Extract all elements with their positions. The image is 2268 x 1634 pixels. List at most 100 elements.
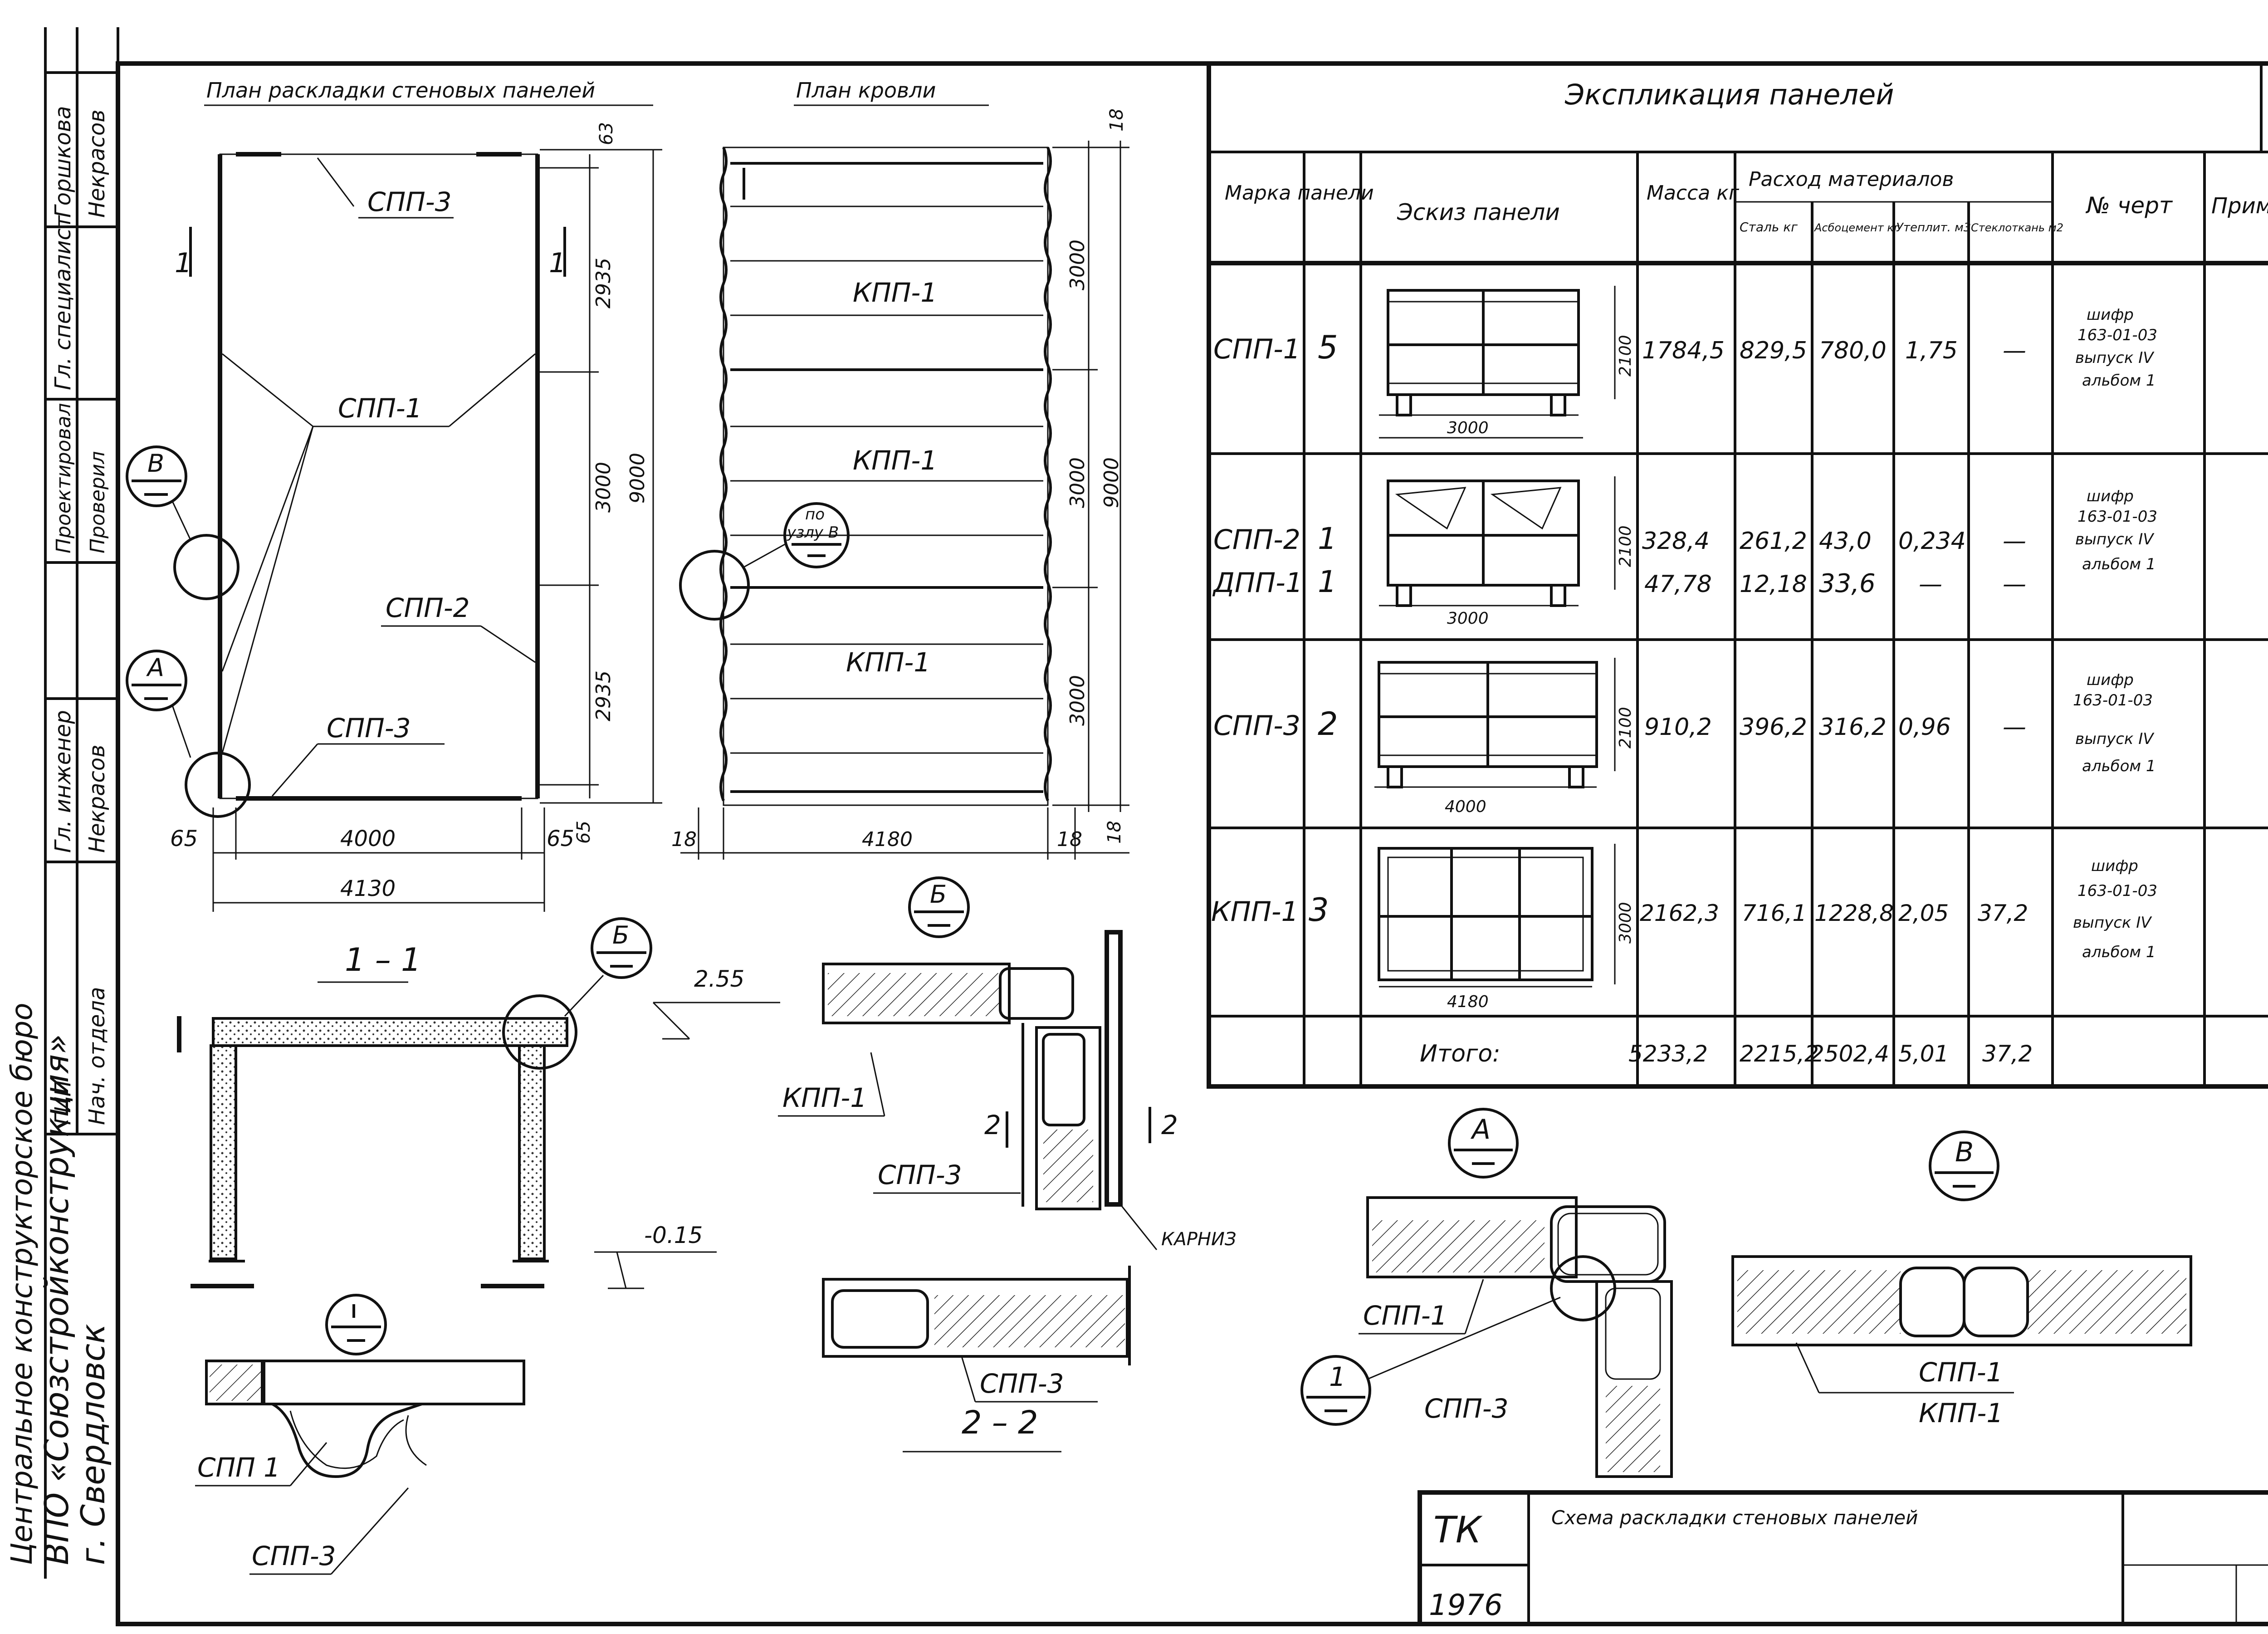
dim-65-v: 65: [573, 821, 594, 844]
label-spp3-top: СПП-3: [367, 186, 452, 217]
hdr-steel: Сталь кг: [1740, 220, 1798, 235]
r1-ref-0: шифр: [2087, 306, 2134, 324]
r2-qty-0: 1: [1318, 521, 1337, 556]
total-glass: 37,2: [1982, 1041, 2033, 1067]
section-2-2: СПП-3 2 – 2: [822, 1266, 1131, 1453]
total-mass: 5233,2: [1628, 1041, 1708, 1067]
node-b6-letter: Б: [930, 880, 947, 909]
role-gl-spec: Гл. специалист: [50, 215, 76, 390]
r4-glass: 37,2: [1978, 900, 2028, 926]
r3-ref-2: выпуск IV: [2075, 730, 2155, 748]
r2-mark-1: ДПП-1: [1212, 567, 1303, 599]
r2-sketch-w: 3000: [1447, 609, 1489, 628]
nodeb6-karniz: КАРНИЗ: [1161, 1229, 1237, 1250]
nodeb6-kpp1: КПП-1: [782, 1082, 867, 1113]
roof-dim-9000: 9000: [1100, 457, 1123, 508]
tb-description: Схема раскладки стеновых панелей: [1551, 1507, 1918, 1529]
r3-ref-0: шифр: [2087, 671, 2134, 689]
r3-steel: 396,2: [1740, 714, 1807, 741]
roof-dim-3000-2: 3000: [1066, 457, 1089, 508]
role-nach: Нач. отдела: [84, 987, 110, 1125]
label-kpp1-a: КПП-1: [853, 277, 937, 308]
label-spp3-bottom: СПП-3: [327, 713, 411, 744]
r2-qty-1: 1: [1318, 564, 1337, 599]
r4-mass: 2162,3: [1640, 900, 1719, 926]
section-1-1-title: 1 – 1: [345, 941, 421, 978]
dim-63: 63: [596, 122, 617, 145]
total-asb: 2502,4: [1810, 1041, 1889, 1067]
r1-sketch-h: 2100: [1616, 335, 1635, 377]
callout-b6: Б: [564, 917, 652, 1017]
r2-ref-3: альбом 1: [2082, 555, 2156, 573]
r1-qty: 5: [1318, 329, 1338, 366]
hdr-asbestos: Асбоцемент кг: [1813, 221, 1900, 234]
r3-ref-1: 163-01-03: [2073, 691, 2153, 709]
nodea-ref-1: 1: [1329, 1361, 1346, 1392]
r2-ref-1: 163-01-03: [2077, 508, 2157, 526]
node-v-letter: В: [1955, 1136, 1974, 1168]
r4-ref-2: выпуск IV: [2073, 914, 2152, 932]
callout-b6-letter: Б: [612, 921, 629, 949]
hdr-note: Примеч.: [2211, 193, 2268, 219]
r3-mass: 910,2: [1644, 714, 1712, 741]
section-mark-left: 1: [175, 247, 192, 279]
r4-steel: 716,1: [1742, 900, 1807, 926]
r3-ins: 0,96: [1898, 714, 1951, 741]
r2-asb-0: 43,0: [1819, 528, 1872, 555]
hdr-drawing: № черт: [2085, 192, 2173, 219]
tb-series: ТК: [1433, 1509, 1483, 1551]
role-proekt: Проектировал: [52, 403, 75, 553]
sheet-frame: [116, 61, 2268, 1626]
dim-65-right: 65: [547, 826, 574, 851]
role-gl-eng: Гл. инженер: [50, 710, 76, 853]
dim-4000: 4000: [340, 826, 396, 851]
r2-ins-1: —: [1919, 571, 1942, 598]
r4-ins: 2,05: [1898, 900, 1949, 926]
r3-sketch-w: 4000: [1445, 797, 1486, 816]
r3-sketch: 4000 2100: [1374, 658, 1635, 816]
r4-sketch: 4180 3000: [1378, 844, 1635, 1011]
r4-sketch-w: 4180: [1447, 993, 1489, 1011]
section22-spp3: СПП-3: [980, 1368, 1064, 1399]
callout-a-plan: А: [126, 650, 191, 758]
node-b6: Б КПП-1 2 2 СПП-3 КАРНИЗ: [778, 876, 1237, 1250]
nodeb6-cut2-left: 2: [984, 1110, 1001, 1140]
org-line-2: ВПО «Союзстройконструкция»: [38, 1034, 76, 1565]
name-gorshkova: Горшкова: [50, 106, 76, 218]
node-1: СПП 1 СПП-3: [195, 1294, 525, 1575]
callout-v-plan: В: [126, 445, 191, 540]
r2-sketch-h: 2100: [1616, 525, 1635, 567]
r2-ref-0: шифр: [2087, 487, 2134, 505]
roof-dim-3000-3: 3000: [1066, 675, 1089, 726]
dim-2935-top: 2935: [592, 258, 615, 308]
nodev-spp1: СПП-1: [1919, 1357, 2003, 1388]
callout-v-letter: В: [147, 449, 164, 478]
r3-qty: 2: [1318, 705, 1338, 743]
r2-mass-0: 328,4: [1642, 528, 1710, 555]
section22-title: 2 – 2: [962, 1404, 1038, 1441]
r2-sketch: 3000 2100: [1379, 476, 1635, 628]
r4-ref-3: альбом 1: [2082, 943, 2156, 961]
node-a: А СПП-1 СПП-3 1: [1300, 1108, 1673, 1478]
r1-asb: 780,0: [1819, 337, 1887, 364]
nodea-spp1: СПП-1: [1363, 1300, 1447, 1331]
hdr-glass: Стеклоткань м2: [1971, 221, 2063, 234]
callout-a-letter: А: [146, 653, 164, 682]
total-ins: 5,01: [1898, 1041, 1949, 1067]
r1-mass: 1784,5: [1642, 337, 1725, 364]
r2-ref-2: выпуск IV: [2075, 530, 2155, 548]
roof-dim-18-bot: 18: [1104, 821, 1125, 844]
r4-ref-0: шифр: [2091, 857, 2138, 875]
total-steel: 2215,2: [1740, 1041, 1819, 1067]
hdr-sketch: Эскиз панели: [1397, 199, 1560, 225]
level-015: -0.15: [644, 1222, 703, 1248]
r2-mark-0: СПП-2: [1213, 524, 1300, 556]
node-ref-a: по: [805, 505, 825, 523]
section-mark-right: 1: [549, 247, 566, 279]
org-line-1: Центральное конструкторское бюро: [5, 1003, 39, 1565]
r1-steel: 829,5: [1740, 337, 1807, 364]
r1-ref-1: 163-01-03: [2077, 326, 2157, 344]
dim-3000: 3000: [592, 462, 615, 513]
label-spp1: СПП-1: [338, 393, 422, 424]
plan-roof: План кровли КПП-1 КПП-1 КПП-1 по узлу В: [671, 78, 1129, 860]
